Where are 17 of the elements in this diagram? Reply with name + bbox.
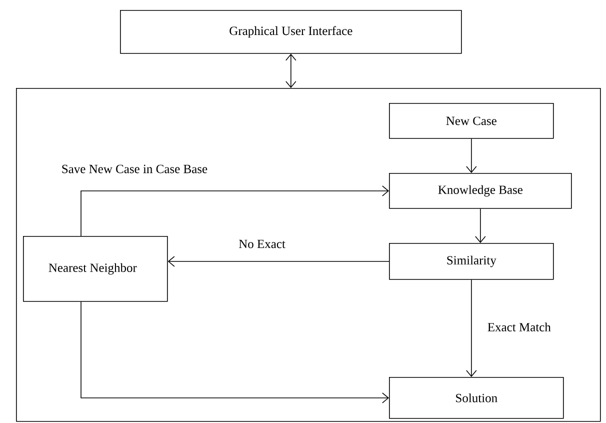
system-frame [16, 88, 601, 422]
edge-label: No Exact [238, 238, 286, 250]
arrow [80, 301, 389, 404]
process-box: Knowledge Base [389, 172, 572, 209]
arrow [80, 185, 389, 236]
arrow [168, 256, 390, 267]
arrow [286, 54, 296, 88]
process-box: Nearest Neighbor [23, 236, 168, 302]
process-box: Similarity [389, 242, 554, 280]
process-box: New Case [389, 103, 554, 139]
arrow [466, 279, 477, 377]
edge-label: Exact Match [486, 322, 552, 332]
arrow [475, 208, 486, 243]
edge-label: Save New Case in Case Base [60, 164, 209, 174]
process-box: Solution [389, 376, 564, 419]
arrow [466, 138, 477, 173]
interface-box: Graphical User Interface [120, 10, 462, 54]
